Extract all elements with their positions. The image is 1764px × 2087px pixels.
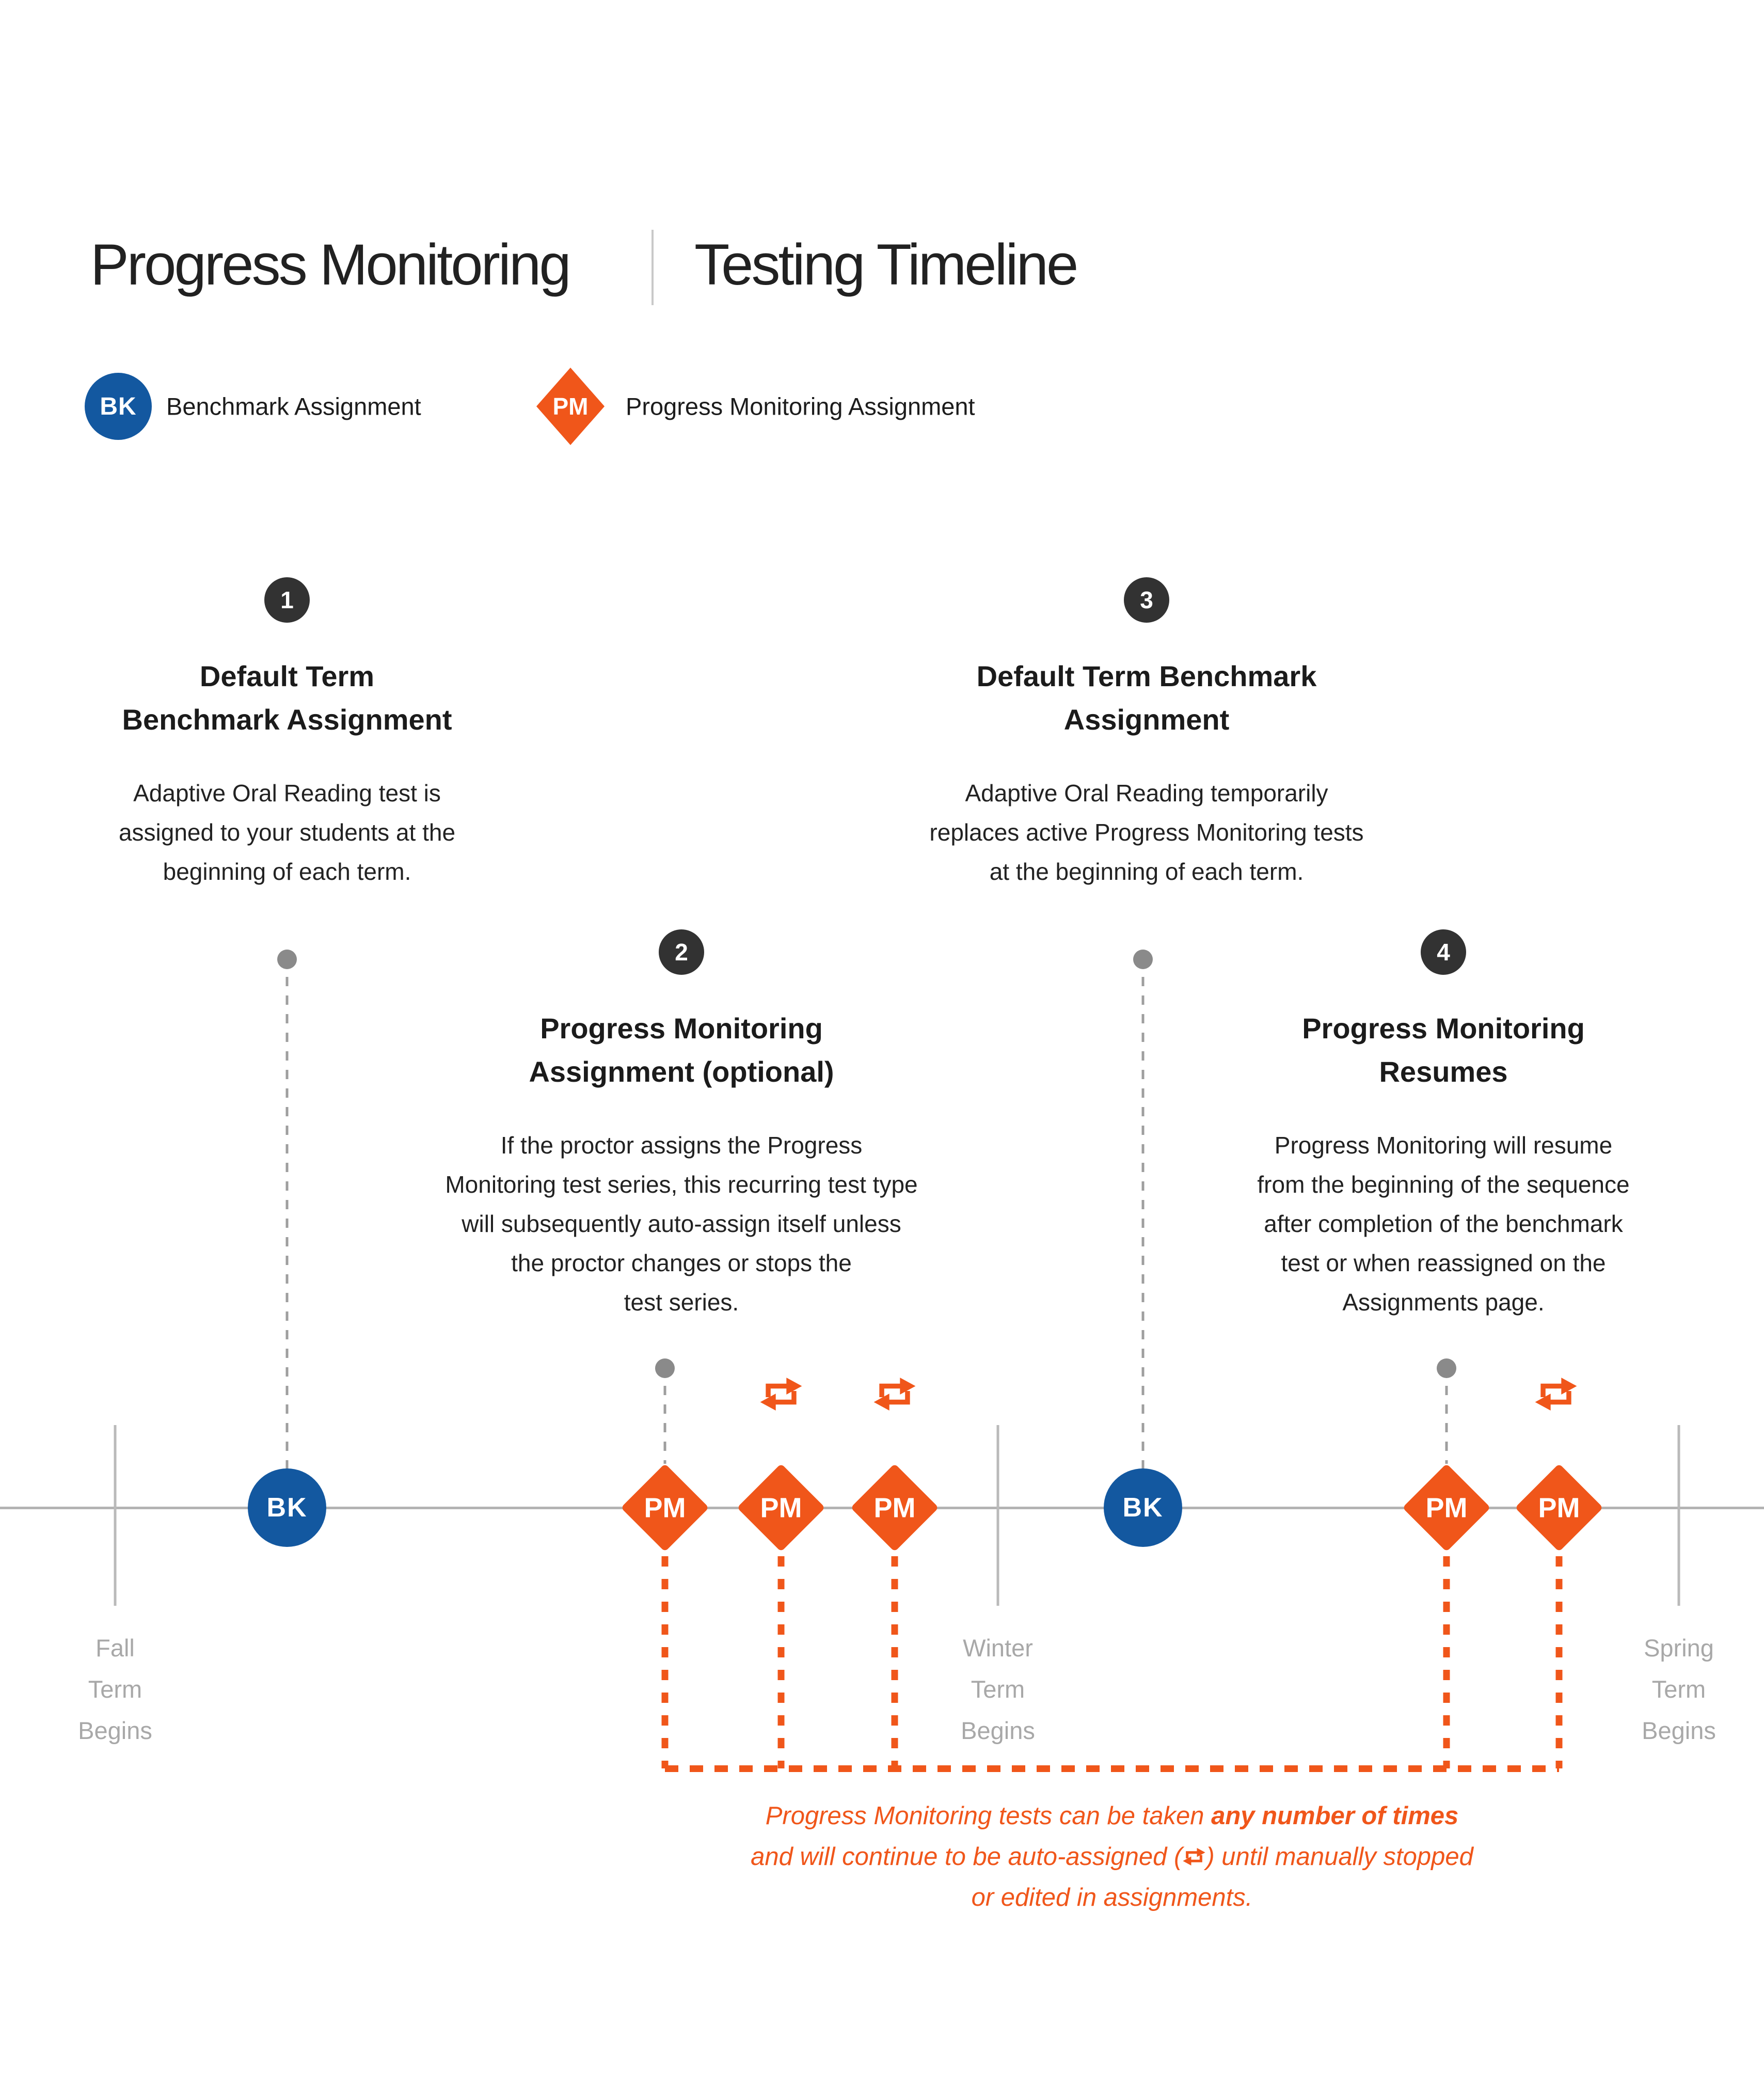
legend-benchmark-label: Benchmark Assignment <box>166 392 421 420</box>
term-tick-winter <box>996 1425 999 1606</box>
step-2-description: If the proctor assigns the Progress Moni… <box>445 1132 918 1316</box>
step-4-heading: Progress Monitoring Resumes <box>1302 1012 1585 1088</box>
step-3: 3 Default Term Benchmark Assignment Adap… <box>876 577 1418 891</box>
leader-dashed-line <box>1141 977 1145 1468</box>
pm-dotted-connector <box>1555 1556 1563 1768</box>
legend-progress-label: Progress Monitoring Assignment <box>626 392 975 420</box>
step-4-description: Progress Monitoring will resume from the… <box>1257 1132 1630 1316</box>
benchmark-marker: BK <box>1104 1468 1182 1547</box>
step-1-heading: Default Term Benchmark Assignment <box>122 660 452 736</box>
page-title-right: Testing Timeline <box>694 232 1078 297</box>
repeat-icon <box>759 1372 803 1416</box>
pm-dotted-connector <box>661 1556 669 1768</box>
legend-progress-diamond-icon: PM <box>536 368 605 445</box>
pm-dotted-connector <box>1443 1556 1450 1768</box>
leader-dashed-line <box>1445 1386 1448 1464</box>
progress-marker: PM <box>1515 1463 1603 1552</box>
footnote-line2-before: and will continue to be auto-assigned ( <box>751 1843 1183 1871</box>
footnote-line3: or edited in assignments. <box>971 1884 1253 1911</box>
footnote: Progress Monitoring tests can be taken a… <box>596 1796 1628 1918</box>
step-3-description: Adaptive Oral Reading temporarily replac… <box>929 780 1364 885</box>
step-2-number-badge: 2 <box>659 929 704 975</box>
progress-marker: PM <box>621 1463 709 1552</box>
footnote-line1: Progress Monitoring tests can be taken <box>765 1802 1212 1830</box>
progress-marker: PM <box>737 1463 825 1552</box>
leader-dot <box>1133 950 1153 969</box>
pm-dotted-connector <box>777 1556 785 1768</box>
leader-dashed-line <box>663 1386 666 1464</box>
benchmark-marker: BK <box>248 1468 326 1547</box>
term-label-fall: Fall Term Begins <box>78 1634 152 1744</box>
footnote-line1-bold: any number of times <box>1211 1802 1459 1830</box>
pm-dotted-connector-horizontal <box>665 1765 1559 1772</box>
step-4: 4 Progress Monitoring Resumes Progress M… <box>1159 929 1727 1322</box>
footnote-line2-after: ) until manually stopped <box>1206 1843 1473 1871</box>
step-1-description: Adaptive Oral Reading test is assigned t… <box>118 780 456 885</box>
step-2: 2 Progress Monitoring Assignment (option… <box>377 929 986 1322</box>
step-3-heading: Default Term Benchmark Assignment <box>976 660 1317 736</box>
repeat-icon <box>872 1372 917 1416</box>
term-label-winter: Winter Term Begins <box>961 1634 1035 1744</box>
term-tick-fall <box>114 1425 117 1606</box>
title-divider <box>651 230 654 305</box>
term-tick-spring <box>1677 1425 1680 1606</box>
progress-marker: PM <box>850 1463 939 1552</box>
step-4-number-badge: 4 <box>1421 929 1466 975</box>
step-3-number-badge: 3 <box>1124 577 1169 623</box>
leader-dashed-line <box>285 977 289 1468</box>
legend-benchmark-badge: BK <box>85 373 152 440</box>
progress-marker: PM <box>1402 1463 1491 1552</box>
repeat-icon <box>1182 1845 1206 1869</box>
step-1: 1 Default Term Benchmark Assignment Adap… <box>91 577 483 891</box>
leader-dot <box>277 950 297 969</box>
step-2-heading: Progress Monitoring Assignment (optional… <box>529 1012 834 1088</box>
leader-dot <box>1437 1358 1456 1378</box>
repeat-icon <box>1534 1372 1578 1416</box>
term-label-spring: Spring Term Begins <box>1642 1634 1716 1744</box>
pm-dotted-connector <box>891 1556 898 1768</box>
leader-dot <box>655 1358 675 1378</box>
legend-progress-badge: PM <box>552 393 589 420</box>
page-title-left: Progress Monitoring <box>90 232 571 297</box>
diamond-icon <box>536 368 605 445</box>
step-1-number-badge: 1 <box>264 577 310 623</box>
